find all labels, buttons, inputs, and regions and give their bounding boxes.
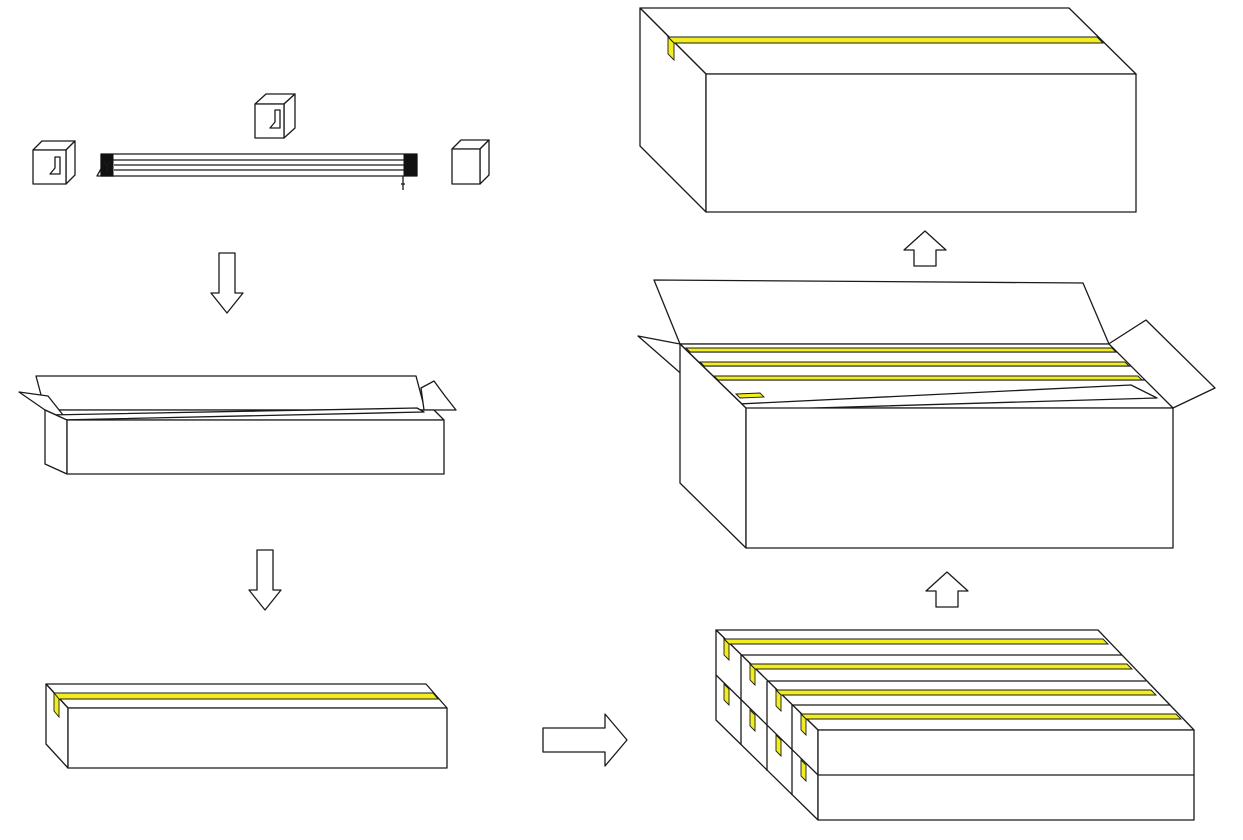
arrow-down-1: [210, 252, 244, 314]
step-stacked-cartons: [715, 629, 1195, 821]
master-front-face: [745, 407, 1174, 549]
step-product-with-end-caps: [32, 93, 490, 190]
step-sealed-master-carton: [639, 7, 1137, 213]
master-sealed-tape-top: [666, 36, 1105, 44]
carton-front-face: [66, 419, 445, 475]
sealed-carton-tape-top: [53, 692, 439, 700]
lighting-bar: [96, 153, 418, 190]
master-back-flap: [653, 279, 1110, 345]
step-sealed-carton: [45, 683, 448, 769]
step-open-carton: [18, 375, 457, 475]
sealed-carton-front: [67, 707, 448, 769]
arrow-down-2: [248, 549, 282, 611]
end-cap-left: [32, 140, 76, 185]
master-sealed-front: [705, 73, 1137, 213]
master-sealed-tape-side: [667, 35, 675, 62]
step-open-master-carton: [637, 279, 1216, 549]
end-cap-top: [254, 93, 296, 139]
arrow-up-1: [925, 571, 969, 608]
arrow-up-2: [903, 230, 947, 267]
carton-right-flap: [420, 380, 457, 411]
carton-back-flap: [35, 375, 426, 411]
end-cap-right: [451, 139, 490, 185]
carton-left-side: [44, 409, 68, 475]
arrow-right: [542, 713, 628, 767]
sealed-carton-tape-side: [53, 691, 60, 719]
